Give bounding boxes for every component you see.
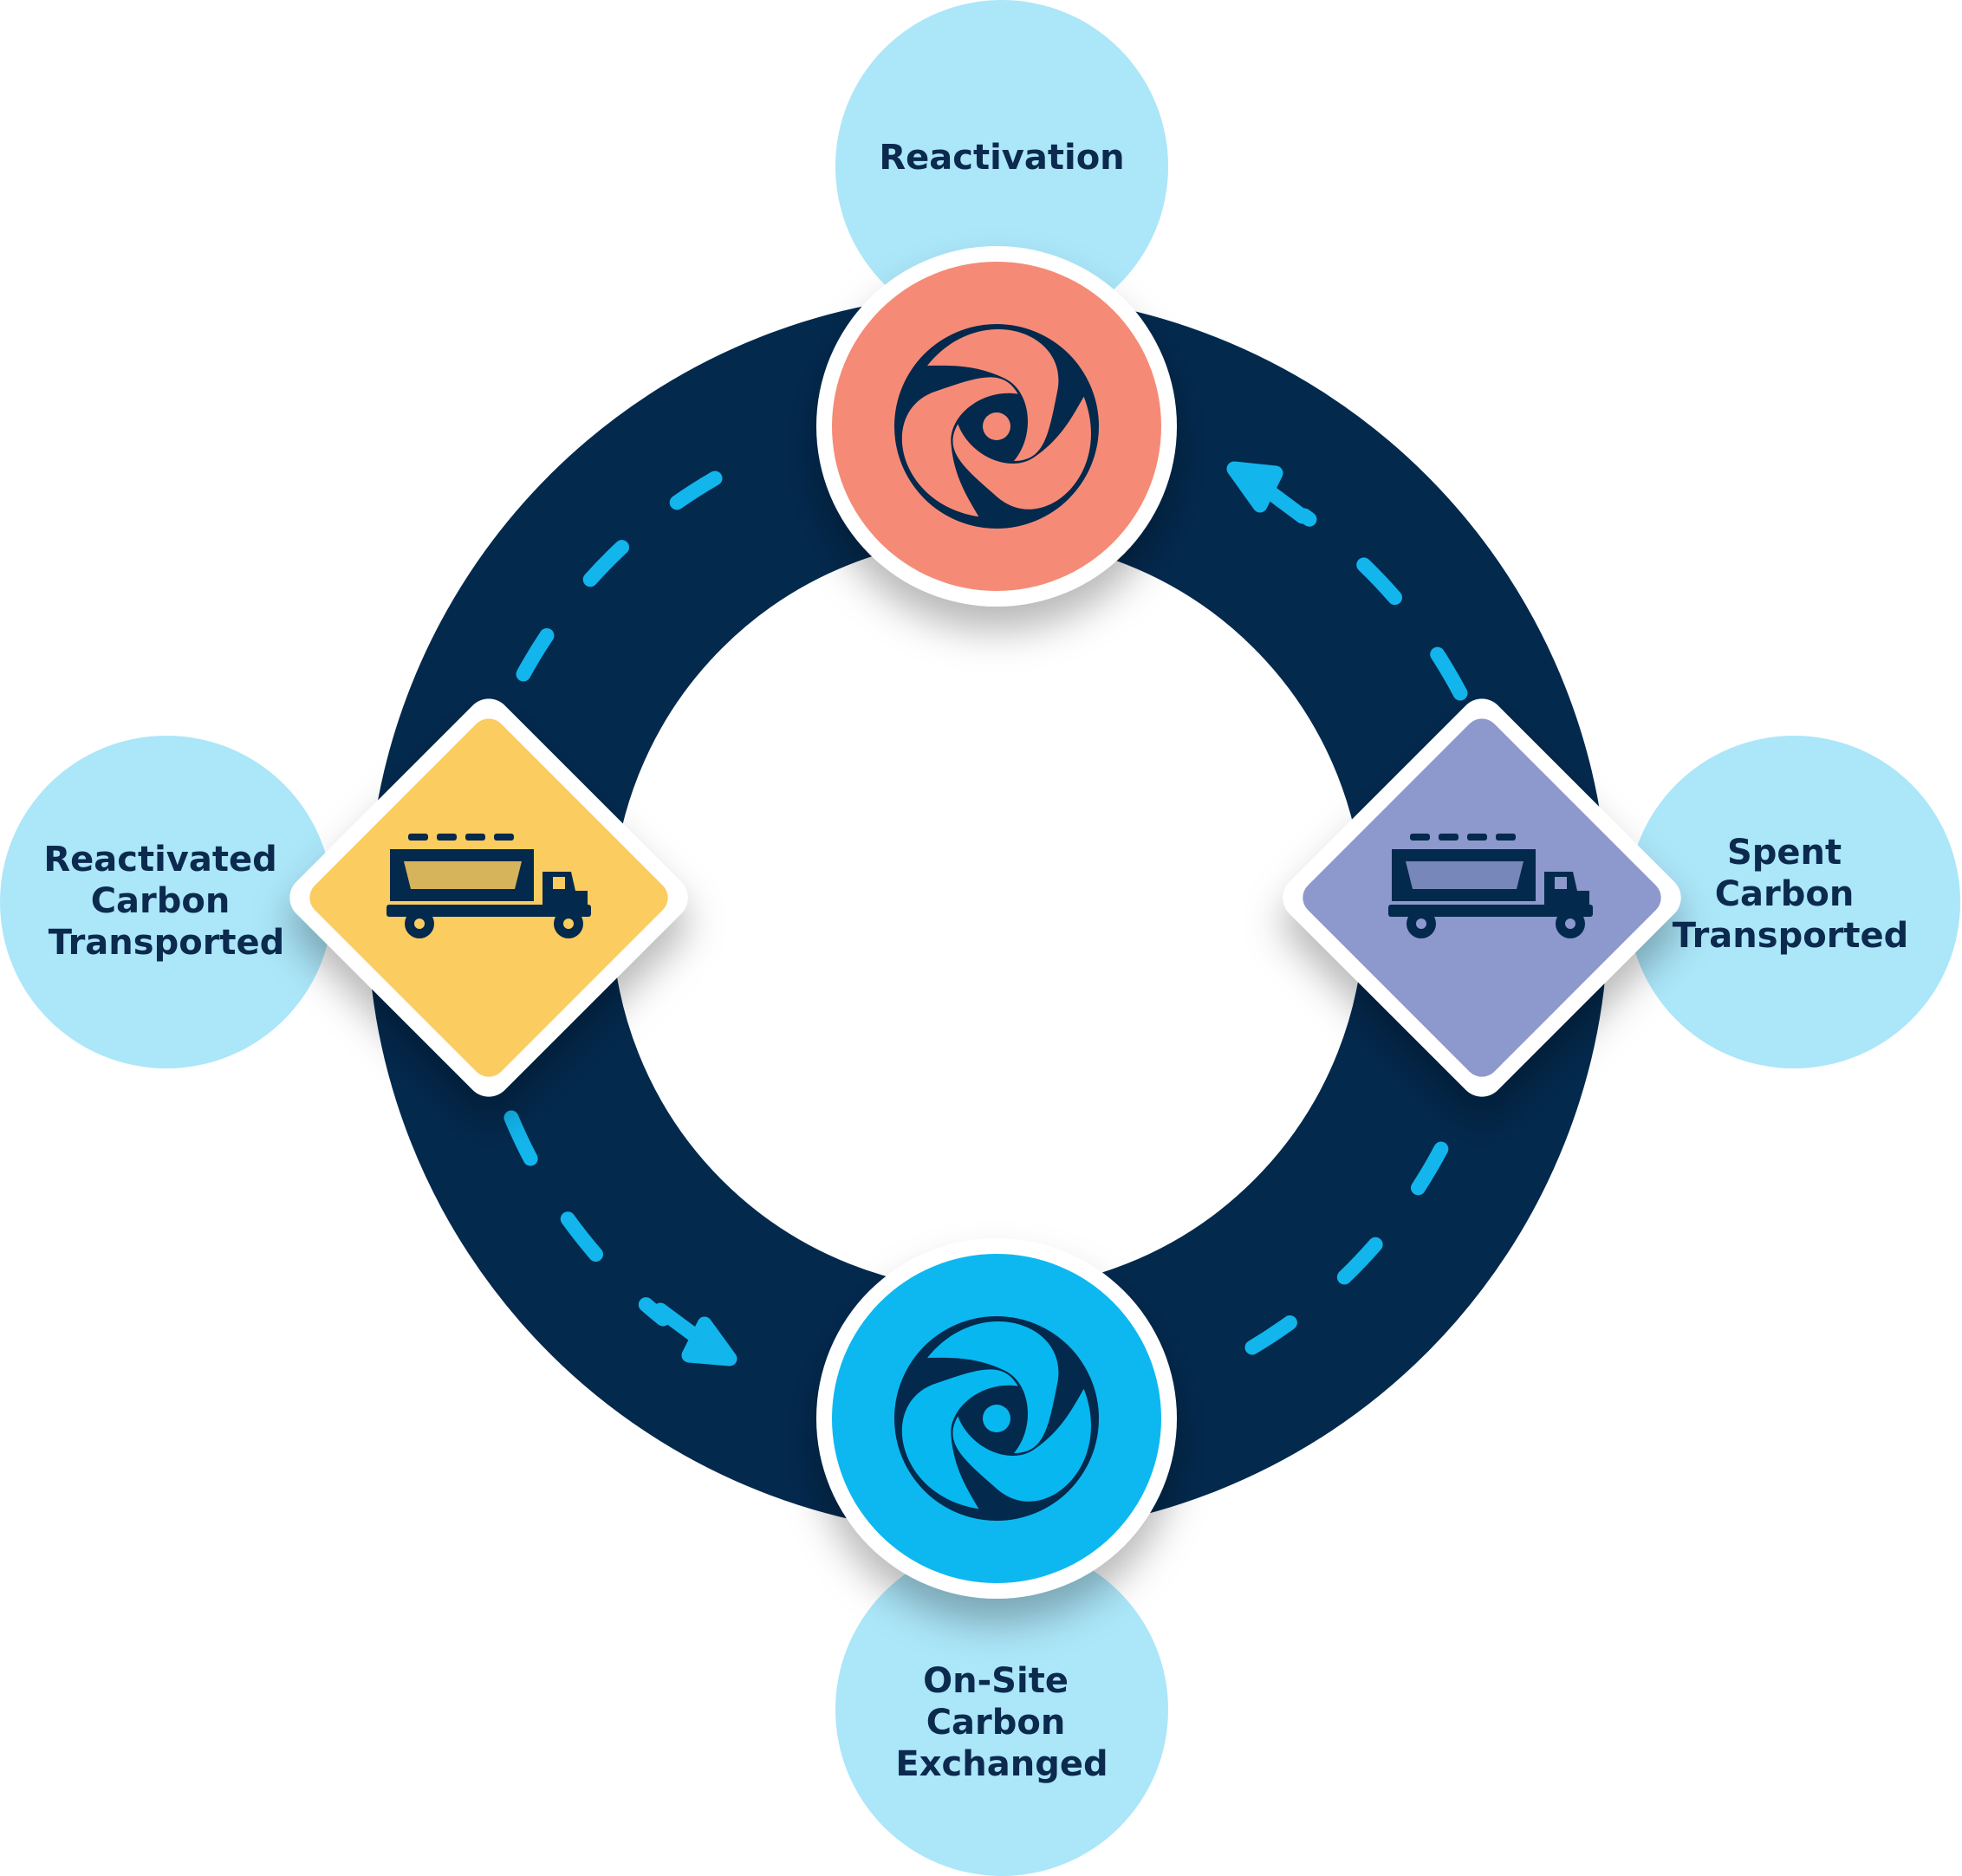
reactivation-bubble bbox=[835, 0, 1168, 333]
reactivated-transport-label: Reactivated Carbon Transported bbox=[43, 840, 289, 963]
reactivation-label-line: Reactivation bbox=[879, 138, 1124, 178]
flow-dashes bbox=[503, 471, 1468, 1355]
exchange-label-line: On-Site bbox=[923, 1661, 1069, 1701]
flow-path-lower-left bbox=[503, 1110, 671, 1327]
flow-path-upper-right bbox=[1296, 508, 1468, 701]
reactivated-transport-label-line: Reactivated bbox=[43, 840, 276, 880]
exchange-label-line: Carbon bbox=[926, 1703, 1066, 1743]
reactivated-transport-label-line: Carbon bbox=[91, 881, 231, 921]
reactivated-transport-bubble bbox=[0, 736, 333, 1068]
spent-transport-bubble bbox=[1627, 736, 1960, 1068]
spent-transport-label-line: Spent bbox=[1727, 833, 1842, 873]
arrow-head-top bbox=[1226, 461, 1283, 513]
flow-path-upper-left bbox=[508, 471, 723, 697]
exchange-bubble bbox=[835, 1543, 1168, 1876]
spent-transport-label-line: Transported bbox=[1673, 916, 1909, 956]
spent-transport-label: Spent Carbon Transported bbox=[1673, 833, 1909, 956]
arrow-head-bottom bbox=[681, 1316, 737, 1366]
reactivated-transport-label-line: Transported bbox=[49, 923, 285, 963]
flow-path-lower-right bbox=[1244, 1129, 1455, 1355]
flow-arrows bbox=[653, 461, 1310, 1366]
exchange-label: On-Site Carbon Exchanged bbox=[895, 1661, 1108, 1784]
reactivation-label: Reactivation bbox=[879, 138, 1124, 178]
exchange-label-line: Exchanged bbox=[895, 1744, 1108, 1784]
spent-transport-label-line: Carbon bbox=[1715, 874, 1855, 914]
